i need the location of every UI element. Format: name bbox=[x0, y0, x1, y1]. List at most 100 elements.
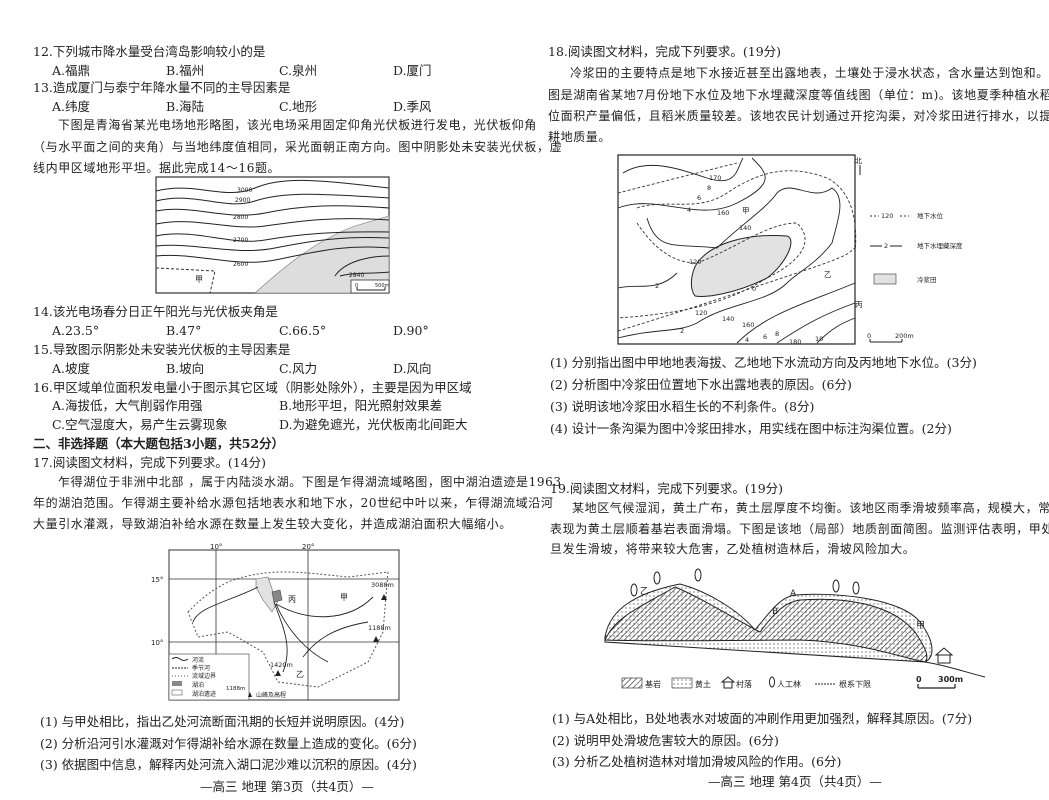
contour-label: 8 bbox=[775, 330, 779, 338]
q19-question-3: (3) 分析乙处植树造林对增加滑坡风险的作用。(6分) bbox=[552, 754, 842, 769]
q19-para-1: 某地区气候湿润，黄土广布，黄土层厚度不均衡。该地区雨季滑坡频率高，规模大，常常 bbox=[572, 501, 1049, 515]
legend-label: 基岩 bbox=[645, 679, 661, 689]
lake bbox=[271, 589, 283, 603]
intro-14-line-2: （与水平面之间的夹角）与当地纬度值相同，采光面朝正南方向。图中阴影处未安装光伏板… bbox=[33, 140, 563, 154]
q17-question-1: (1) 与甲处相比，指出乙处河流断面汛期的长短并说明原因。(4分) bbox=[40, 714, 405, 729]
legend-label: 季节河 bbox=[192, 664, 210, 672]
q15-option-a: A.坡度 bbox=[52, 361, 91, 376]
contour-label: 2900 bbox=[235, 197, 250, 204]
q12-option-b: B.福州 bbox=[166, 63, 205, 78]
peak-elevation: 3088m bbox=[371, 581, 394, 589]
bedrock-layer bbox=[604, 586, 928, 663]
legend-label: 黄土 bbox=[695, 679, 711, 689]
page-footer: —高三 地理 第4页（共4页）— bbox=[708, 774, 882, 789]
scale-label: 0 bbox=[355, 283, 358, 289]
point-a: A bbox=[790, 589, 797, 599]
lon-label: 20° bbox=[302, 543, 314, 551]
point-yi: 乙 bbox=[824, 270, 832, 279]
legend-label: 湖泊 bbox=[192, 681, 204, 689]
q19-para-2: 表现为黄土层顺着基岩表面滑塌。下图是该地（局部）地质剖面简图。监测评估表明，甲处… bbox=[550, 522, 1049, 536]
legend-label: 根系下限 bbox=[839, 679, 871, 689]
map-legend: 河流 季节河 流域边界 湖泊 湖泊遗迹 bbox=[168, 653, 250, 701]
contour-label: 2 bbox=[655, 282, 659, 290]
contour-label: 180 bbox=[789, 338, 801, 345]
q18-question-3: (3) 说明该地冷浆田水稻生长的不利条件。(8分) bbox=[550, 399, 815, 414]
legend-label: 冷浆田 bbox=[917, 275, 937, 284]
q15-option-c: C.风力 bbox=[279, 361, 318, 376]
legend-sample: 2 bbox=[884, 242, 888, 250]
area-label-jia: 甲 bbox=[195, 275, 203, 284]
q14-stem: 14.该光电场春分日正午阳光与光伏板夹角是 bbox=[33, 304, 278, 319]
q13-stem: 13.造成厦门与泰宁年降水量不同的主导因素是 bbox=[33, 80, 291, 95]
q16-option-b: B.地形平坦，阳光照射效果差 bbox=[279, 398, 443, 413]
contour-label: 160 bbox=[742, 321, 754, 329]
q18-para-1: 冷浆田的主要特点是地下水接近甚至出露地表，土壤处于浸水状态，含水量达到饱和。下 bbox=[570, 66, 1049, 80]
q13-option-b: B.海陆 bbox=[166, 99, 205, 114]
cold-paddy-field bbox=[690, 235, 792, 297]
geological-profile: 乙 A B 甲 基岩 黄土 村落 人工林 根系下限 0 300m bbox=[604, 568, 986, 689]
lat-label: 10° bbox=[151, 639, 163, 647]
scale-label: 200m bbox=[895, 332, 914, 340]
q13-option-d: D.季风 bbox=[393, 99, 432, 114]
q15-stem: 15.导致图示阴影处未安装光伏板的主导因素是 bbox=[33, 342, 291, 357]
q18-para-2: 图是湖南省某地7月份地下水位及地下水埋藏深度等值线图（单位：m)。该地夏季种植水… bbox=[548, 88, 1049, 102]
place-bing: 丙 bbox=[288, 595, 296, 604]
peak-elevation: 1188m bbox=[368, 624, 391, 632]
q14-option-b: B.47° bbox=[166, 323, 202, 338]
q18-question-4: (4) 设计一条沟渠为图中冷浆田排水，用实线在图中标注沟渠位置。(2分) bbox=[550, 421, 952, 436]
q16-option-c: C.空气湿度大，易产生云雾现象 bbox=[52, 417, 228, 432]
contour-label: 6 bbox=[697, 194, 701, 202]
lon-label: 10° bbox=[210, 543, 222, 551]
north-label: 北 bbox=[855, 157, 862, 165]
scale-label: 300m bbox=[938, 675, 963, 684]
q17-question-2: (2) 分析沿河引水灌溉对乍得湖补给水源在数量上造成的变化。(6分) bbox=[40, 736, 417, 751]
q16-stem: 16.甲区域单位面积发电量小于图示其它区域（阴影处除外），主要是因为甲区域 bbox=[33, 380, 472, 395]
q12-option-d: D.厦门 bbox=[393, 63, 432, 78]
q17-question-3: (3) 依据图中信息，解释丙处河流入湖口泥沙难以沉积的原因。(4分) bbox=[40, 757, 417, 772]
section-2-heading: 二、非选择题（本大题包括3小题，共52分） bbox=[33, 436, 285, 451]
peak-elevation: 1420m bbox=[270, 661, 293, 669]
legend-label: 山峰及高程 bbox=[256, 691, 286, 699]
q18-para-4: 耕地质量。 bbox=[548, 130, 612, 144]
point-jia: 甲 bbox=[742, 206, 750, 215]
q14-option-a: A.23.5° bbox=[52, 323, 100, 338]
q15-option-d: D.风向 bbox=[393, 361, 432, 376]
q12-stem: 12.下列城市降水量受台湾岛影响较小的是 bbox=[33, 44, 266, 59]
q17-para-1: 乍得湖位于非洲中北部 ，属于内陆淡水湖。下图是乍得湖流域略图，图中湖泊遗迹是19… bbox=[58, 475, 562, 489]
q14-option-d: D.90° bbox=[393, 323, 429, 338]
q18-stem: 18.阅读图文材料，完成下列要求。(19分) bbox=[548, 44, 782, 59]
q17-para-3: 大量引水灌溉，导致湖泊补给水源在数量上发生较大变化，并造成湖泊面积大幅缩小。 bbox=[33, 517, 512, 531]
contour-label: 2 bbox=[680, 327, 684, 335]
q16-option-d: D.为避免遮光，光伏板南北间距大 bbox=[279, 417, 468, 432]
q19-question-1: (1) 与A处相比，B处地表水对坡面的冲刷作用更加强烈，解释其原因。(7分) bbox=[552, 711, 973, 726]
contour-label: 2700 bbox=[233, 237, 248, 244]
legend-label: 湖泊遗迹 bbox=[192, 690, 216, 698]
legend-peak-sample: 1188m bbox=[226, 686, 245, 692]
contour-label: 0 bbox=[752, 285, 756, 293]
lake-chad-basin-map: 15° 10° 10° 20° 丙 甲 乙 3088m 1188m 1420m … bbox=[151, 543, 400, 701]
q18-question-2: (2) 分析图中冷浆田位置地下水出露地表的原因。(6分) bbox=[550, 377, 852, 392]
solar-farm-contour-map: 3000 2900 2800 2700 2600 2840 甲 0 500m bbox=[155, 176, 390, 294]
groundwater-contour-map: 170 8 6 4 160 甲 140 120 2 0 120 140 160 … bbox=[617, 154, 963, 345]
q12-option-a: A.福鼎 bbox=[52, 63, 91, 78]
q12-option-c: C.泉州 bbox=[279, 63, 318, 78]
scale-label: 0 bbox=[867, 332, 871, 340]
q16-option-a: A.海拔低，大气削弱作用强 bbox=[52, 398, 203, 413]
q17-stem: 17.阅读图文材料，完成下列要求。(14分) bbox=[33, 455, 267, 470]
q19-question-2: (2) 说明甲处滑坡危害较大的原因。(6分) bbox=[552, 733, 779, 748]
contour-label: 170 bbox=[709, 174, 721, 182]
contour-label: 4 bbox=[745, 336, 749, 344]
legend-label: 地下水位 bbox=[917, 211, 944, 220]
contour-label: 2600 bbox=[233, 261, 248, 268]
q19-stem: 19.阅读图文材料，完成下列要求。(19分) bbox=[550, 481, 784, 496]
contour-label: 2840 bbox=[349, 272, 364, 279]
tree-icon bbox=[630, 568, 860, 597]
place-yi: 乙 bbox=[296, 670, 304, 679]
lat-label: 15° bbox=[151, 576, 163, 584]
q18-para-3: 位面积产量偏低，且稻米质量较差。该地农民计划通过开挖沟渠，对冷浆田进行排水，以提… bbox=[548, 109, 1049, 123]
point-jia: 甲 bbox=[916, 620, 925, 631]
legend-label: 村落 bbox=[736, 679, 752, 689]
legend-label: 地下水埋藏深度 bbox=[917, 241, 963, 250]
legend-sample: 120 bbox=[881, 212, 893, 220]
profile-legend: 基岩 黄土 村落 人工林 根系下限 0 300m bbox=[621, 675, 963, 689]
